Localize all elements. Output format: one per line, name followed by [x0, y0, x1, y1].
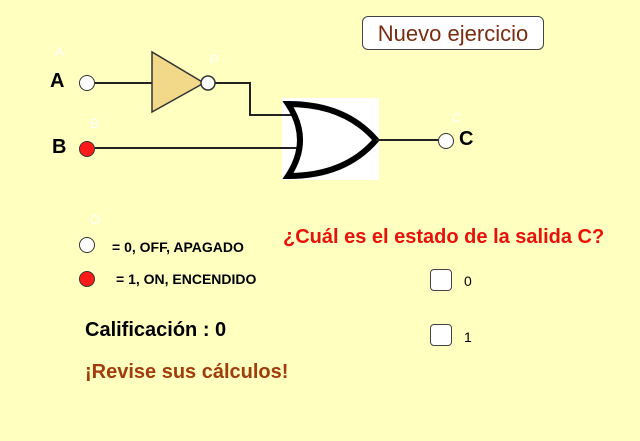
not-output-tag: P [210, 52, 219, 67]
output-c-tag: C [452, 110, 462, 125]
option-0-checkbox[interactable] [430, 269, 452, 291]
score-text: Calificación : 0 [85, 319, 227, 341]
legend-on-dot [79, 271, 95, 287]
input-a-tag: A [55, 44, 64, 59]
input-b-toggle[interactable] [79, 141, 95, 157]
new-exercise-button[interactable]: Nuevo ejercicio [362, 16, 544, 50]
legend-tag: O [90, 212, 101, 227]
feedback-text: ¡Revise sus cálculos! [85, 361, 289, 383]
input-b-tag: B [90, 116, 99, 131]
input-a-toggle[interactable] [79, 75, 95, 91]
legend-off-text: = 0, OFF, APAGADO [112, 239, 244, 255]
legend-on-text: = 1, ON, ENCENDIDO [116, 271, 257, 287]
not-gate [151, 50, 206, 114]
not-output-node [200, 75, 216, 91]
output-c-node [438, 133, 454, 149]
option-0-label: 0 [464, 273, 472, 289]
question-text: ¿Cuál es el estado de la salida C? [283, 226, 605, 248]
legend-off-dot [79, 237, 95, 253]
wire-p [215, 82, 300, 116]
input-b-label: B [52, 136, 67, 158]
output-c-label: C [459, 128, 474, 150]
option-1-label: 1 [464, 329, 472, 345]
input-a-label: A [50, 70, 65, 92]
or-gate [282, 100, 380, 180]
option-1-checkbox[interactable] [430, 324, 452, 346]
